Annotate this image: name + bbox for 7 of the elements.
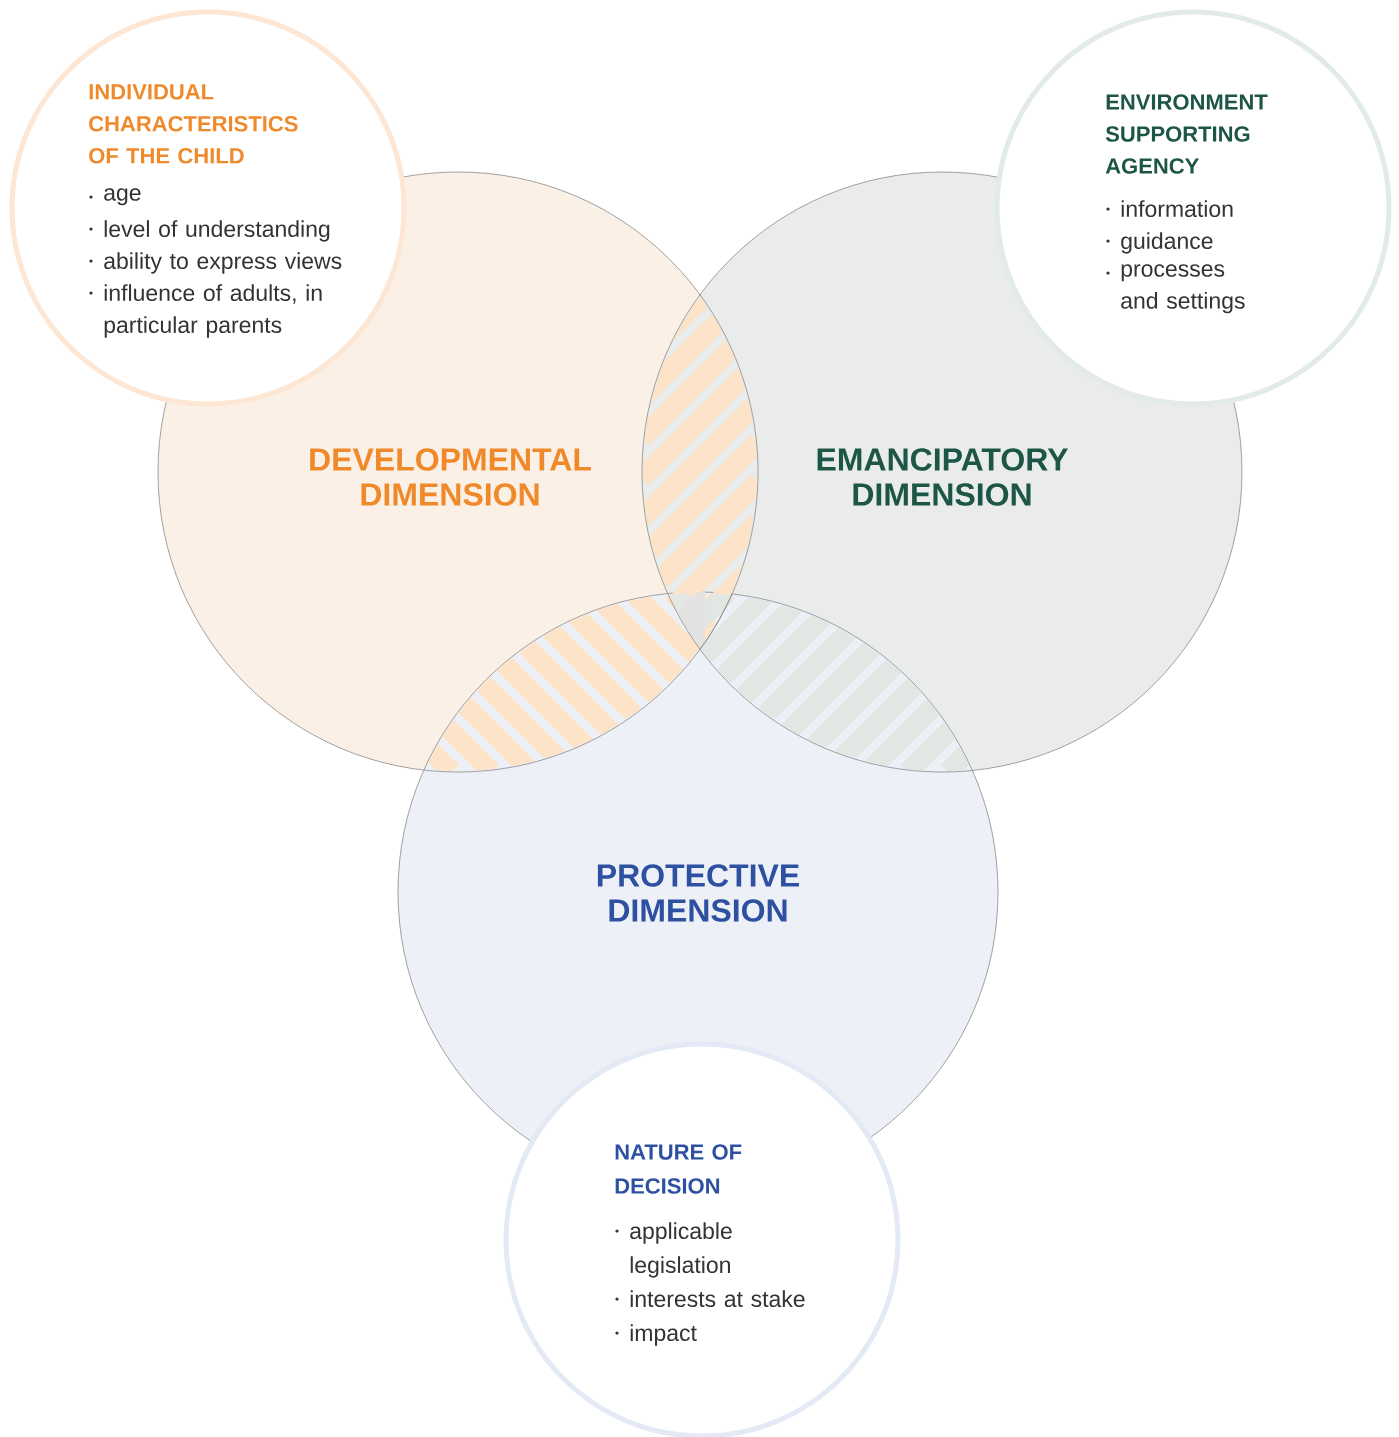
node-label: ENVIRONMENT SUPPORTING AGENCY — [1105, 94, 1268, 174]
node-label: information — [1121, 200, 1233, 218]
node-label: guidance — [1121, 232, 1213, 254]
node-label: impact — [630, 1324, 697, 1346]
node-label: processes and settings — [1121, 264, 1245, 314]
node-label: NATURE OF DECISION — [615, 1144, 742, 1194]
node-label: interests at stake — [630, 1290, 805, 1308]
